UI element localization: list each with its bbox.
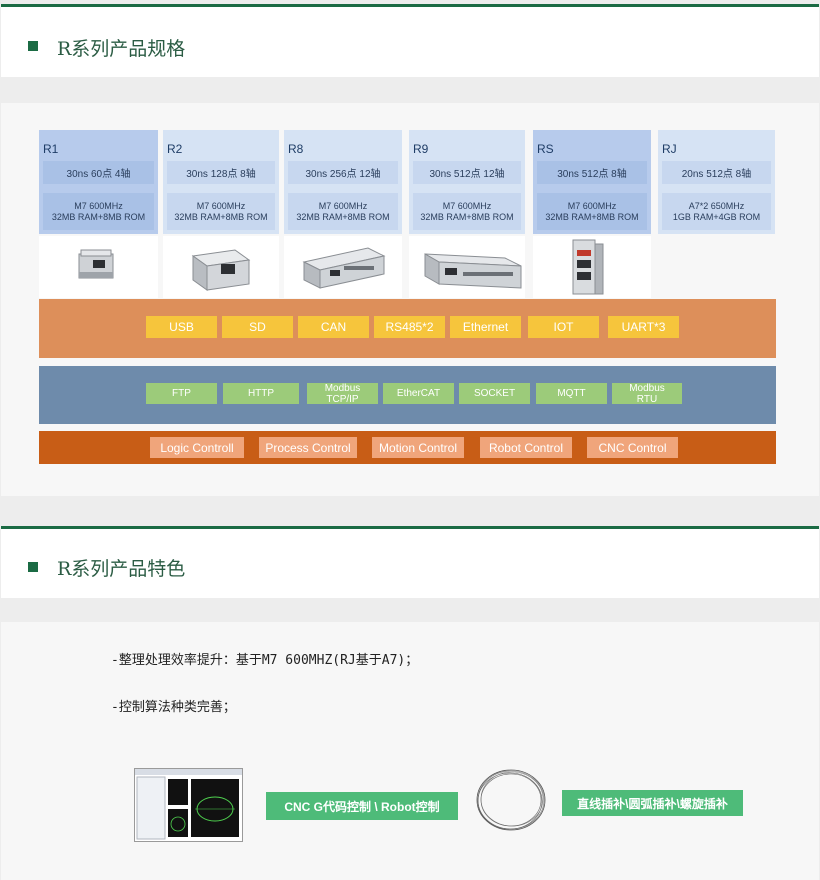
section-marker-icon — [28, 562, 38, 572]
section-header-features: R系列产品特色 — [1, 526, 819, 598]
product-speed: 30ns 512点 12轴 — [413, 161, 521, 184]
feature-line-algorithms: -控制算法种类完善； — [111, 700, 236, 715]
product-image-r1 — [39, 236, 158, 298]
product-name: RS — [537, 142, 554, 156]
section-marker-icon — [28, 41, 38, 51]
product-speed: 20ns 512点 8轴 — [662, 161, 771, 184]
interface-chip: RS485*2 — [374, 316, 445, 338]
feature-line-performance: -整理处理效率提升：基于M7 600MHZ(RJ基于A7)； — [111, 653, 419, 668]
interfaces-band: USB SD CAN RS485*2 Ethernet IOT UART*3 — [39, 299, 776, 358]
product-name: R2 — [167, 142, 183, 156]
software-screenshot — [134, 768, 243, 842]
product-speed: 30ns 512点 8轴 — [537, 161, 647, 184]
product-name: R9 — [413, 142, 429, 156]
protocol-chip: Modbus RTU — [612, 383, 682, 405]
protocol-chip: EtherCAT — [383, 383, 454, 404]
control-chip: CNC Control — [587, 437, 678, 458]
product-name: RJ — [662, 142, 677, 156]
product-speed: 30ns 256点 12轴 — [288, 161, 398, 184]
product-image-r2 — [163, 236, 279, 298]
product-name: R8 — [288, 142, 304, 156]
interface-chip: CAN — [298, 316, 369, 338]
product-image-r9 — [409, 236, 525, 298]
product-speed: 30ns 128点 8轴 — [167, 161, 275, 184]
control-chip: Process Control — [259, 437, 357, 458]
interpolation-label: 直线插补\圆弧插补\螺旋插补 — [562, 790, 743, 816]
interface-chip: Ethernet — [450, 316, 521, 338]
protocol-chip: HTTP — [223, 383, 299, 404]
control-chip: Motion Control — [372, 437, 464, 458]
interface-chip: SD — [222, 316, 293, 338]
controls-band: Logic Controll Process Control Motion Co… — [39, 431, 776, 464]
product-image-rs — [533, 236, 651, 298]
section-header-specs: R系列产品规格 — [1, 4, 819, 77]
control-chip: Robot Control — [480, 437, 572, 458]
interface-chip: IOT — [528, 316, 599, 338]
section-title-specs: R系列产品规格 — [57, 38, 186, 60]
protocol-chip: Modbus TCP/IP — [307, 383, 378, 405]
helix-graphic — [473, 764, 549, 836]
cnc-robot-label: CNC G代码控制 \ Robot控制 — [266, 792, 458, 820]
interface-chip: UART*3 — [608, 316, 679, 338]
interface-chip: USB — [146, 316, 217, 338]
control-chip: Logic Controll — [150, 437, 244, 458]
protocol-chip: SOCKET — [459, 383, 530, 404]
product-image-r8 — [284, 236, 402, 298]
features-panel: -整理处理效率提升：基于M7 600MHZ(RJ基于A7)； -控制算法种类完善… — [1, 622, 819, 880]
product-speed: 30ns 60点 4轴 — [43, 161, 154, 184]
protocol-chip: MQTT — [536, 383, 607, 404]
protocol-chip: FTP — [146, 383, 217, 404]
protocols-band: FTP HTTP Modbus TCP/IP EtherCAT SOCKET M… — [39, 366, 776, 424]
section-title-features: R系列产品特色 — [57, 558, 186, 580]
product-name: R1 — [43, 142, 59, 156]
